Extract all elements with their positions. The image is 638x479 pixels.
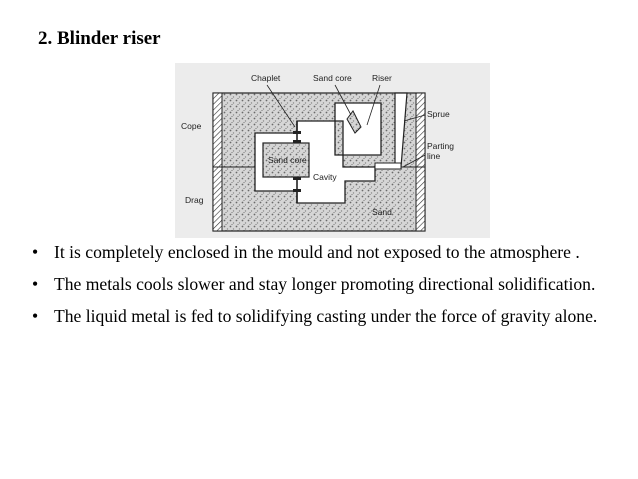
- chaplet-top: [293, 121, 301, 143]
- bullet-marker: •: [32, 242, 39, 262]
- label-parting: Parting: [427, 141, 454, 151]
- label-sprue: Sprue: [427, 109, 450, 119]
- bullet-text: The metals cools slower and stay longer …: [54, 274, 596, 294]
- mould-diagram-svg: Chaplet Sand core Riser Sprue Cope Parti…: [175, 63, 490, 238]
- sand-core: [262, 142, 310, 178]
- riser-sand-core: [346, 110, 362, 134]
- leader-lines: [266, 84, 426, 168]
- label-sand-core-top: Sand core: [313, 73, 352, 83]
- bullet-item: • The liquid metal is fed to solidifying…: [30, 305, 620, 328]
- label-sand: Sand: [372, 207, 392, 217]
- bullet-marker: •: [32, 274, 39, 294]
- blinder-riser-diagram: Chaplet Sand core Riser Sprue Cope Parti…: [175, 63, 490, 238]
- label-riser: Riser: [372, 73, 392, 83]
- bullet-item: • It is completely enclosed in the mould…: [30, 241, 620, 264]
- bullet-list: • It is completely enclosed in the mould…: [30, 241, 620, 337]
- label-cope: Cope: [181, 121, 202, 131]
- label-chaplet: Chaplet: [251, 73, 281, 83]
- bullet-text: The liquid metal is fed to solidifying c…: [54, 306, 598, 326]
- label-drag: Drag: [185, 195, 204, 205]
- slide-title: 2. Blinder riser: [38, 28, 161, 49]
- bullet-item: • The metals cools slower and stay longe…: [30, 273, 620, 296]
- runner: [374, 162, 402, 170]
- label-line: line: [427, 151, 441, 161]
- label-cavity: Cavity: [313, 172, 337, 182]
- bullet-marker: •: [32, 306, 39, 326]
- label-sand-core-inner: Sand core: [268, 155, 307, 165]
- flask-right-wall: [415, 92, 426, 232]
- flask-left-wall: [212, 92, 223, 232]
- chaplet-bottom: [293, 177, 301, 203]
- bullet-text: It is completely enclosed in the mould a…: [54, 242, 580, 262]
